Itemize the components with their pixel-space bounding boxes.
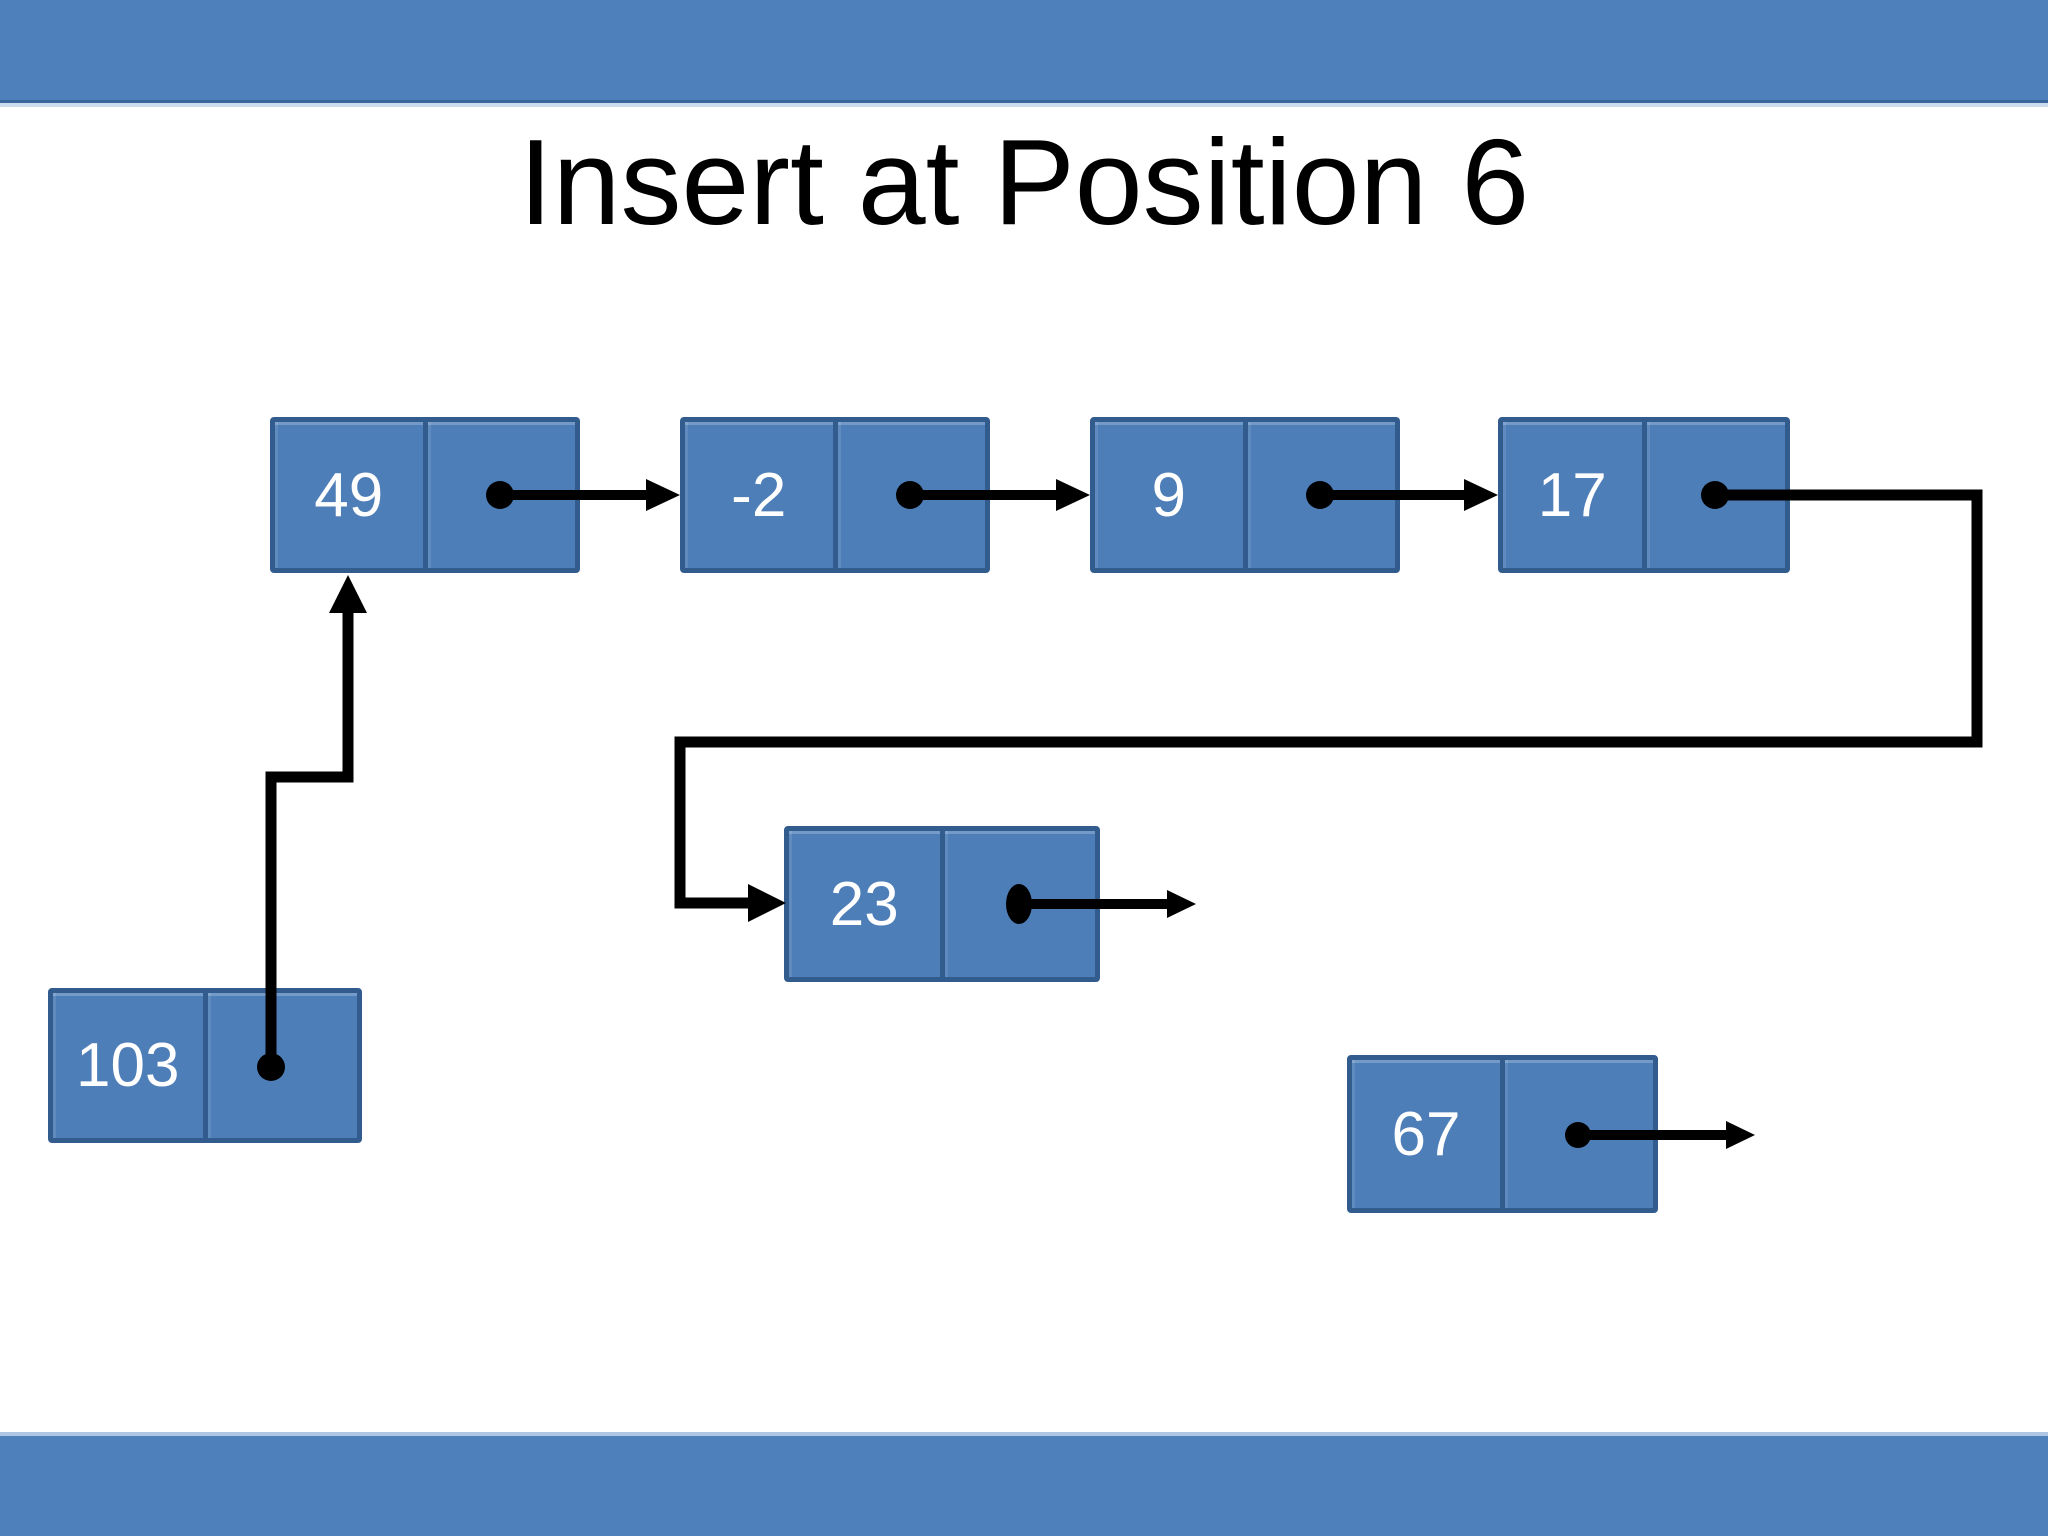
node-23-value-cell: 23 xyxy=(789,831,945,977)
node-103-value-cell: 103 xyxy=(53,993,208,1138)
node-17-pointer-cell xyxy=(1647,422,1786,568)
node-17: 17 xyxy=(1498,417,1790,573)
node--2-pointer-cell xyxy=(838,422,986,568)
node-17-value: 17 xyxy=(1537,460,1607,530)
node-49-value: 49 xyxy=(314,460,384,530)
node-23-pointer-cell xyxy=(945,831,1096,977)
node-9: 9 xyxy=(1090,417,1400,573)
node-103: 103 xyxy=(48,988,362,1143)
node--2-value: -2 xyxy=(731,460,787,530)
node-67-pointer-cell xyxy=(1505,1060,1653,1208)
bottom-accent-bar xyxy=(0,1436,2048,1536)
node-103-value: 103 xyxy=(76,1031,180,1100)
node-67-value: 67 xyxy=(1391,1099,1461,1169)
node--2-value-cell: -2 xyxy=(685,422,838,568)
node-49-value-cell: 49 xyxy=(275,422,428,568)
node-17-value-cell: 17 xyxy=(1503,422,1647,568)
node-49: 49 xyxy=(270,417,580,573)
node-67-value-cell: 67 xyxy=(1352,1060,1505,1208)
node-67: 67 xyxy=(1347,1055,1658,1213)
node-103-pointer-cell xyxy=(208,993,358,1138)
node-23-value: 23 xyxy=(829,869,899,939)
node-23: 23 xyxy=(784,826,1100,982)
node-9-value: 9 xyxy=(1151,460,1186,530)
node-9-value-cell: 9 xyxy=(1095,422,1248,568)
node--2: -2 xyxy=(680,417,990,573)
node-9-pointer-cell xyxy=(1248,422,1396,568)
top-accent-bar xyxy=(0,0,2048,100)
node-49-pointer-cell xyxy=(428,422,576,568)
slide-title: Insert at Position 6 xyxy=(518,114,1530,250)
